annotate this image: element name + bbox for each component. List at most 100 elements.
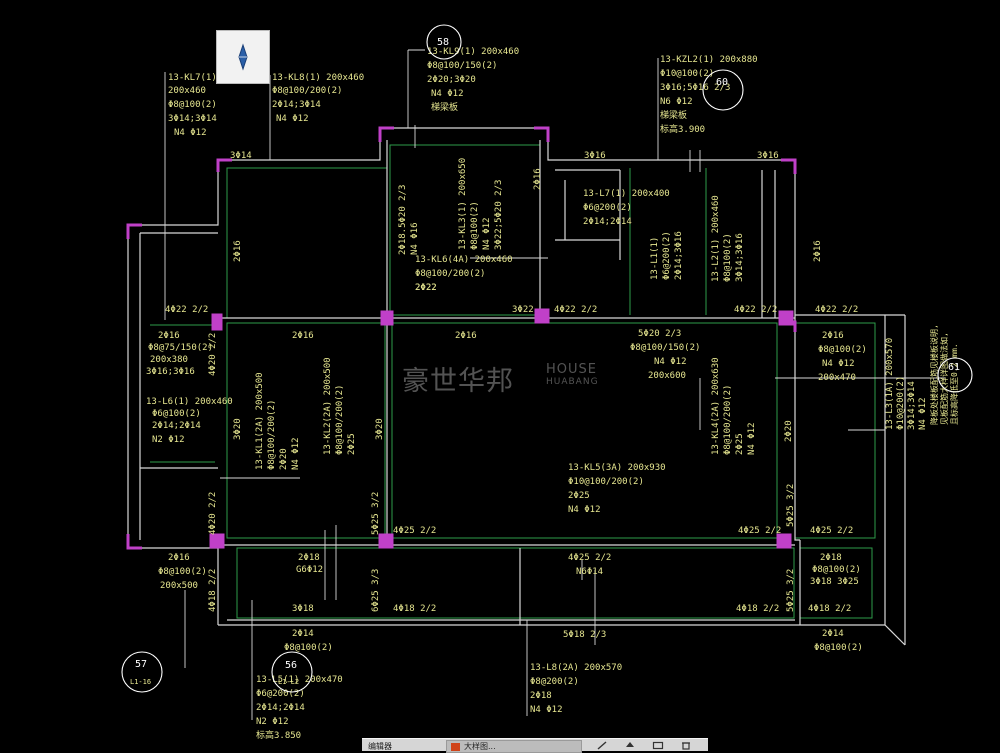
svg-text:2Φ18: 2Φ18 [298, 553, 320, 563]
svg-text:2Φ22: 2Φ22 [415, 283, 437, 293]
svg-text:3Φ18: 3Φ18 [292, 604, 314, 614]
annotation-l3: 13-L3(1A) 200x570 Φ10@200(2) 3Φ14;3Φ14 N… [885, 338, 928, 430]
annotation-l8: 13-L8(2A) 200x570 Φ8@200(2) 2Φ18 N4 Φ12 [530, 663, 622, 715]
svg-text:Φ10@200(2): Φ10@200(2) [896, 376, 906, 430]
annotation-lower-mid: 4Φ25 2/2 N6Φ14 [568, 553, 611, 577]
svg-text:2Φ14: 2Φ14 [822, 629, 844, 639]
svg-text:N4 Φ12: N4 Φ12 [174, 128, 207, 138]
svg-text:3Φ14;3Φ16: 3Φ14;3Φ16 [735, 233, 745, 282]
svg-text:4Φ25 2/2: 4Φ25 2/2 [568, 553, 611, 563]
svg-text:N4 Φ12: N4 Φ12 [747, 422, 757, 455]
svg-text:梯梁板: 梯梁板 [660, 109, 687, 121]
svg-text:4Φ22 2/2: 4Φ22 2/2 [165, 305, 208, 315]
svg-text:13-L8(2A) 200x570: 13-L8(2A) 200x570 [530, 663, 622, 673]
arrow-up-icon[interactable] [624, 741, 636, 750]
annotation-kl3-side: 2Φ18.5Φ20 2/3 N4 Φ16 [398, 185, 420, 255]
svg-text:2Φ14;2Φ14: 2Φ14;2Φ14 [152, 421, 201, 431]
svg-text:Φ8@100(2): Φ8@100(2) [168, 100, 217, 110]
svg-text:2Φ16: 2Φ16 [455, 331, 477, 341]
annotation-lower-left: 2Φ18 G6Φ12 [296, 553, 323, 575]
svg-text:2Φ14;3Φ14: 2Φ14;3Φ14 [272, 100, 321, 110]
svg-text:4Φ20 2/2: 4Φ20 2/2 [208, 492, 218, 535]
svg-text:6Φ25 3/3: 6Φ25 3/3 [371, 569, 381, 612]
annotation-l1: 13-L1(1) Φ6@200(2) 2Φ14;3Φ16 [650, 231, 684, 280]
svg-text:N4 Φ12: N4 Φ12 [654, 357, 687, 367]
svg-text:3Φ16: 3Φ16 [584, 151, 606, 161]
annotation-l5: 13-L5(1) 200x470 Φ6@200(2) 2Φ14;2Φ14 N2 … [256, 675, 343, 741]
svg-text:N6Φ14: N6Φ14 [576, 567, 603, 577]
annotation-right-box: 2Φ16 Φ8@100(2) N4 Φ12 200x470 [818, 331, 867, 383]
svg-text:L1-16: L1-16 [130, 678, 151, 686]
pen-icon[interactable] [596, 741, 608, 750]
svg-text:4Φ18 2/2: 4Φ18 2/2 [208, 569, 218, 612]
svg-text:2Φ18: 2Φ18 [530, 691, 552, 701]
svg-text:60: 60 [716, 77, 728, 88]
svg-text:N4 Φ12: N4 Φ12 [482, 217, 492, 250]
svg-text:58: 58 [437, 37, 449, 48]
svg-text:2Φ20;3Φ20: 2Φ20;3Φ20 [427, 75, 476, 85]
svg-text:4Φ20 2/2: 4Φ20 2/2 [208, 333, 218, 376]
svg-text:3Φ22;5Φ20 2/3: 3Φ22;5Φ20 2/3 [494, 180, 504, 250]
svg-text:4Φ18 2/2: 4Φ18 2/2 [393, 604, 436, 614]
axis-marker-58: 58 [426, 24, 462, 60]
annotation-left-box: 2Φ16 Φ8@75/150(2) 200x380 3Φ16;3Φ16 13-L… [146, 331, 233, 445]
svg-text:Φ8@100(2): Φ8@100(2) [818, 345, 867, 355]
svg-text:2Φ22: 2Φ22 [415, 283, 437, 293]
svg-text:2Φ18: 2Φ18 [820, 553, 842, 563]
svg-text:3Φ16;3Φ16: 3Φ16;3Φ16 [146, 367, 195, 377]
svg-text:3Φ14;3Φ14: 3Φ14;3Φ14 [907, 381, 917, 430]
svg-text:且标高降低至0.2 mm.: 且标高降低至0.2 mm. [949, 343, 959, 425]
svg-text:4Φ18 2/2: 4Φ18 2/2 [808, 604, 851, 614]
svg-text:3Φ22: 3Φ22 [512, 305, 534, 315]
svg-text:2Φ16: 2Φ16 [813, 240, 823, 262]
svg-text:2Φ25: 2Φ25 [735, 433, 745, 455]
annotation-kl1: 13-KL1(2A) 200x500 Φ8@100/200(2) 2Φ20 N4… [255, 372, 301, 470]
annotation-kl4: 13-KL4(2A) 200x630 Φ8@100/200(2) 2Φ25 N4… [711, 357, 757, 455]
svg-text:Φ8@200(2): Φ8@200(2) [530, 677, 579, 687]
svg-text:4Φ18 2/2: 4Φ18 2/2 [736, 604, 779, 614]
wall-outline [127, 127, 906, 646]
taskbar-item-editor[interactable]: 编辑器 [368, 742, 392, 751]
svg-text:N4 Φ16: N4 Φ16 [410, 222, 420, 255]
svg-text:56: 56 [285, 660, 297, 671]
svg-text:2Φ16: 2Φ16 [158, 331, 180, 341]
svg-text:2Φ20: 2Φ20 [279, 448, 289, 470]
svg-text:13-L3(1A) 200x570: 13-L3(1A) 200x570 [885, 338, 895, 430]
svg-text:Φ8@100/200(2): Φ8@100/200(2) [723, 385, 733, 455]
svg-text:降板处楼板配筋见楼板说明,: 降板处楼板配筋见楼板说明, [929, 324, 939, 425]
svg-text:G6Φ12: G6Φ12 [296, 565, 323, 575]
annotation-kl9: 13-KL9(1) 200x460 Φ8@100/150(2) 2Φ20;3Φ2… [427, 47, 519, 113]
svg-text:200x460: 200x460 [168, 86, 206, 96]
svg-text:Φ8@100(2): Φ8@100(2) [814, 643, 863, 653]
svg-text:4Φ22 2/2: 4Φ22 2/2 [815, 305, 858, 315]
svg-text:200x380: 200x380 [150, 355, 188, 365]
svg-text:13-KL8(1) 200x460: 13-KL8(1) 200x460 [272, 73, 364, 83]
svg-text:3Φ20: 3Φ20 [233, 418, 243, 440]
svg-text:2Φ16: 2Φ16 [822, 331, 844, 341]
svg-text:N2 Φ12: N2 Φ12 [152, 435, 185, 445]
svg-text:N4 Φ12: N4 Φ12 [291, 437, 301, 470]
svg-text:4Φ22 2/2: 4Φ22 2/2 [734, 305, 777, 315]
window-icon[interactable] [652, 741, 664, 750]
svg-text:Φ8@100(2): Φ8@100(2) [158, 567, 207, 577]
svg-text:13-KL7(1): 13-KL7(1) [168, 73, 217, 83]
svg-text:Φ10@100/200(2): Φ10@100/200(2) [568, 477, 644, 487]
svg-text:13-KL2(2A) 200x500: 13-KL2(2A) 200x500 [323, 357, 333, 455]
svg-text:200x500: 200x500 [160, 581, 198, 591]
svg-text:Φ8@100/200(2): Φ8@100/200(2) [272, 86, 342, 96]
svg-text:Φ8@100/200(2): Φ8@100/200(2) [415, 269, 485, 279]
annotation-kl3: 13-KL3(1) 200x650 Φ8@100(2) N4 Φ12 3Φ22;… [458, 158, 504, 250]
axis-marker-60: 60 [702, 69, 744, 111]
columns [126, 126, 797, 550]
svg-text:5Φ25 3/2: 5Φ25 3/2 [371, 492, 381, 535]
svg-text:5Φ25 3/2: 5Φ25 3/2 [786, 569, 796, 612]
taskbar: 编辑器 大样图... [362, 738, 708, 753]
svg-text:13-L7(1) 200x400: 13-L7(1) 200x400 [583, 189, 670, 199]
leader-lines [164, 49, 945, 720]
annotation-kl7: 13-KL7(1) 200x460 Φ8@100(2) 3Φ14;3Φ14 N4… [168, 73, 217, 138]
taskbar-tab-file[interactable]: 大样图... [446, 740, 582, 753]
svg-text:Φ8@100/200(2): Φ8@100/200(2) [267, 400, 277, 470]
trash-icon[interactable] [680, 741, 692, 750]
north-arrow-icon[interactable] [216, 30, 270, 84]
svg-text:57: 57 [135, 659, 147, 670]
